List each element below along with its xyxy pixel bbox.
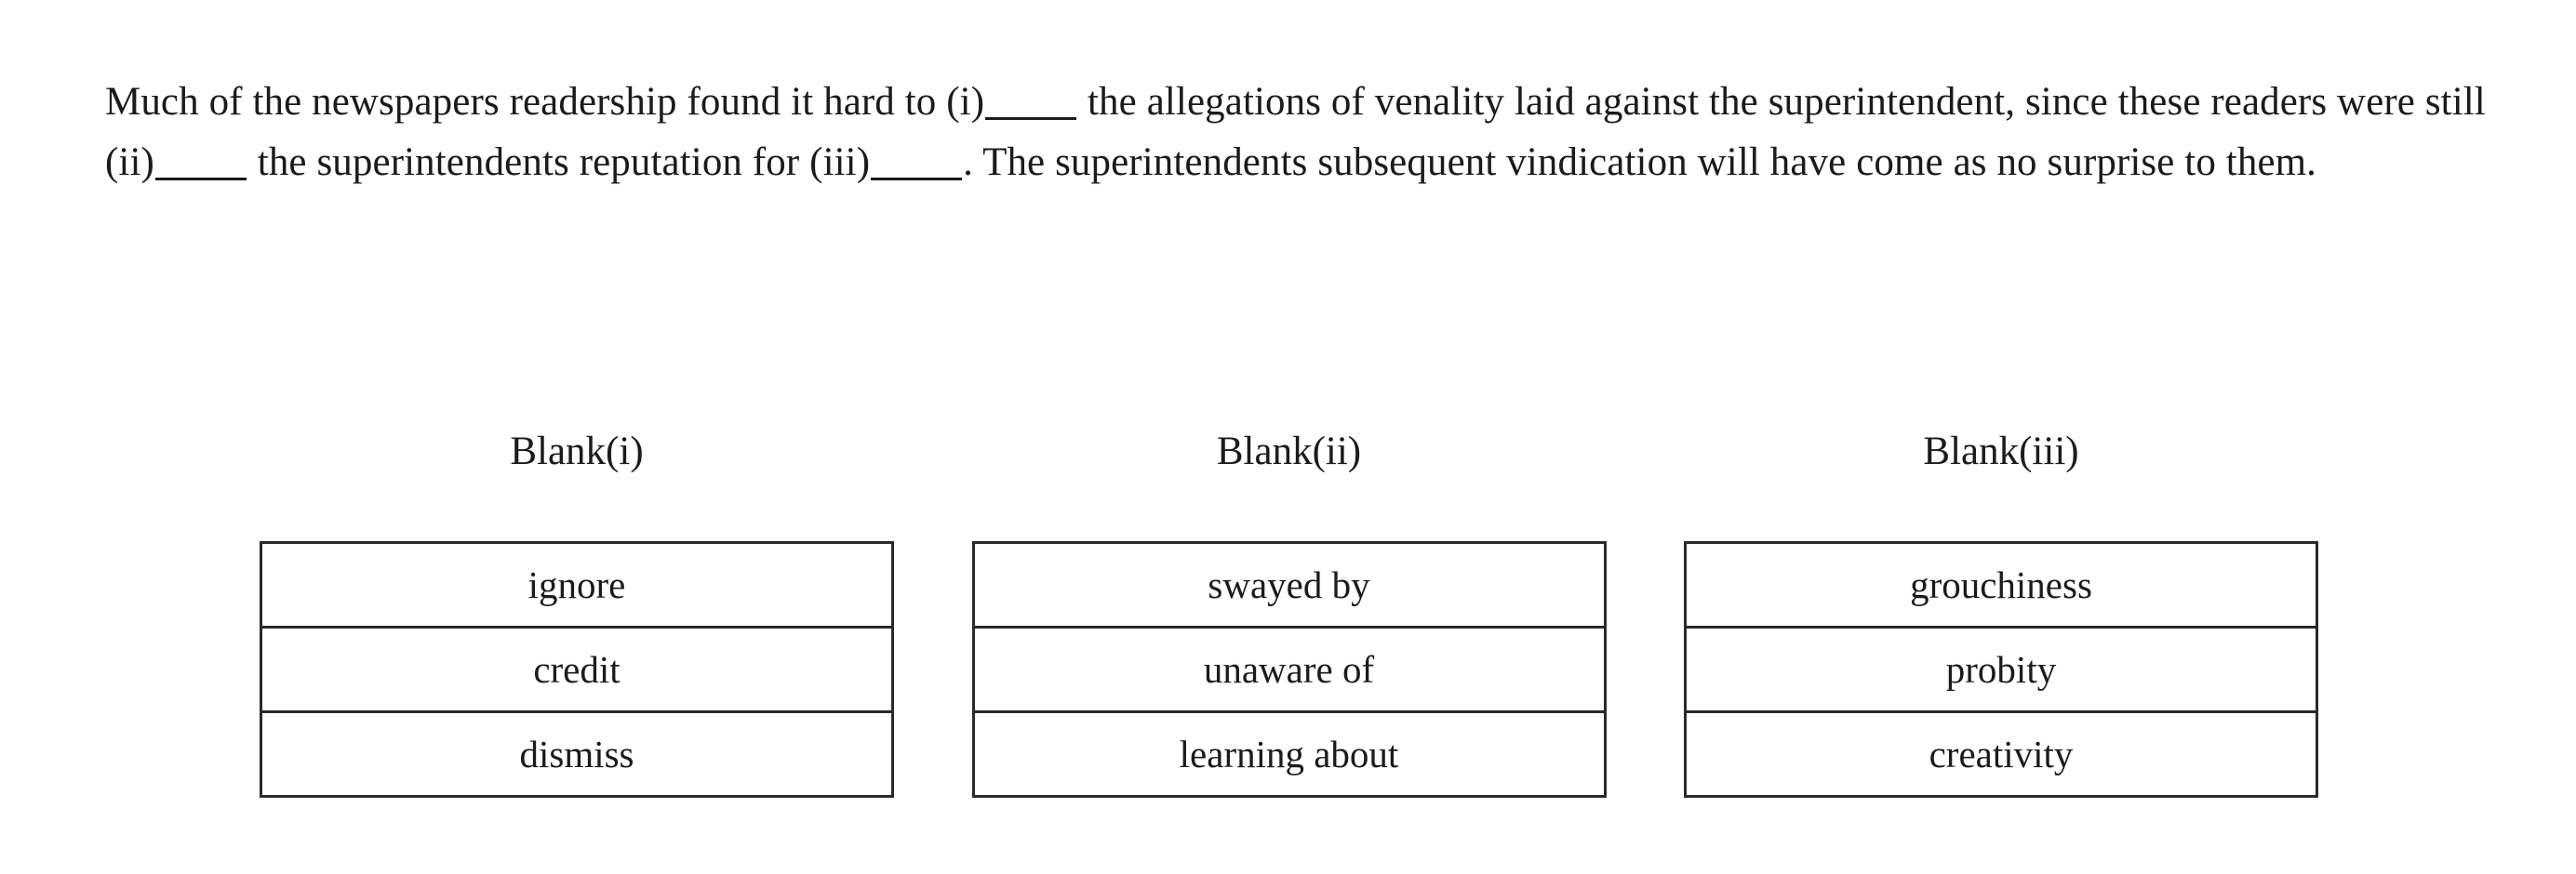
column-header-blank-i: Blank(i) xyxy=(510,430,644,473)
answer-column-blank-iii: Blank(iii) grouchiness probity creativit… xyxy=(1684,430,2318,798)
table-row[interactable]: credit xyxy=(260,627,893,712)
option-blank-iii-3[interactable]: creativity xyxy=(1929,733,2074,775)
passage-segment-3: the superintendents reputation for (iii) xyxy=(247,140,871,184)
blank-ii-underline xyxy=(154,178,247,180)
column-header-blank-iii: Blank(iii) xyxy=(1923,430,2079,473)
answer-column-blank-ii: Blank(ii) swayed by unaware of learning … xyxy=(971,430,1607,798)
column-header-blank-ii: Blank(ii) xyxy=(1216,430,1362,473)
option-table-blank-ii: swayed by unaware of learning about xyxy=(971,541,1607,798)
table-row[interactable]: ignore xyxy=(261,543,893,628)
option-blank-i-3[interactable]: dismiss xyxy=(519,733,634,775)
table-row[interactable]: dismiss xyxy=(260,711,893,797)
answer-column-blank-i: Blank(i) ignore credit dismiss xyxy=(260,430,894,798)
table-row[interactable]: unaware of xyxy=(973,627,1605,712)
table-row[interactable]: grouchiness xyxy=(1686,543,2317,628)
answer-columns: Blank(i) ignore credit dismiss Blank(ii) xyxy=(260,430,2318,798)
table-row[interactable]: probity xyxy=(1685,627,2317,712)
option-blank-i-2[interactable]: credit xyxy=(533,648,621,691)
option-blank-ii-1[interactable]: swayed by xyxy=(1208,563,1370,606)
option-blank-ii-2[interactable]: unaware of xyxy=(1203,648,1375,691)
blank-iii-underline xyxy=(871,178,963,180)
passage-segment-2: the allegations of venality laid against… xyxy=(105,80,2486,184)
option-blank-i-1[interactable]: ignore xyxy=(527,563,626,606)
table-row[interactable]: swayed by xyxy=(973,543,1605,628)
passage-text: Much of the newspapers readership found … xyxy=(105,72,2487,192)
option-table-blank-iii: grouchiness probity creativity xyxy=(1684,541,2318,798)
table-row[interactable]: learning about xyxy=(973,711,1605,797)
option-blank-ii-3[interactable]: learning about xyxy=(1179,733,1399,775)
option-blank-iii-1[interactable]: grouchiness xyxy=(1910,563,2092,606)
option-blank-iii-2[interactable]: probity xyxy=(1945,648,2057,691)
table-row[interactable]: creativity xyxy=(1685,711,2317,797)
passage-segment-1: Much of the newspapers readership found … xyxy=(105,80,985,124)
option-table-blank-i: ignore credit dismiss xyxy=(260,541,894,798)
passage-segment-4: . The superintendents subsequent vindica… xyxy=(963,140,2317,184)
blank-i-underline xyxy=(985,117,1077,120)
